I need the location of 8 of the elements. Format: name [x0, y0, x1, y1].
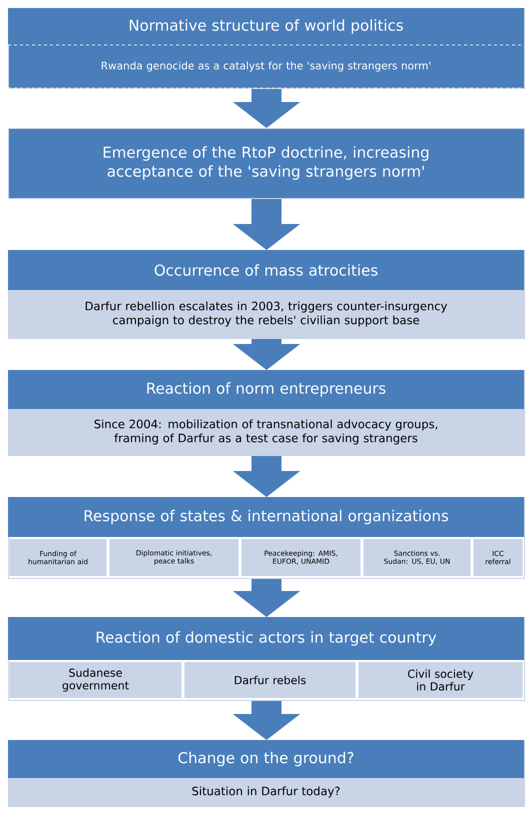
node-label: Sudanese government	[62, 668, 129, 692]
stage-box: Reaction of norm entrepreneurs Since 2004: mobilization of transnational advocacy groups, framing of Darfur as a test case for saving strangers	[8, 370, 525, 456]
item-cell: Civil society in Darfur	[358, 662, 522, 698]
stage-box: Occurrence of mass atrocities Darfur rebellion escalates in 2003, triggers counter-insurgency campaign to destroy the rebels' civilian support base	[8, 250, 525, 339]
stage-box: Normative structure of world politics Rwanda genocide as a catalyst for the 'saving strangers norm'	[8, 8, 525, 89]
item-cell: Sudanese government	[10, 662, 182, 698]
item-cell: Darfur rebels	[184, 662, 356, 698]
stage-box: Change on the ground? Situation in Darfur today?	[8, 740, 525, 807]
